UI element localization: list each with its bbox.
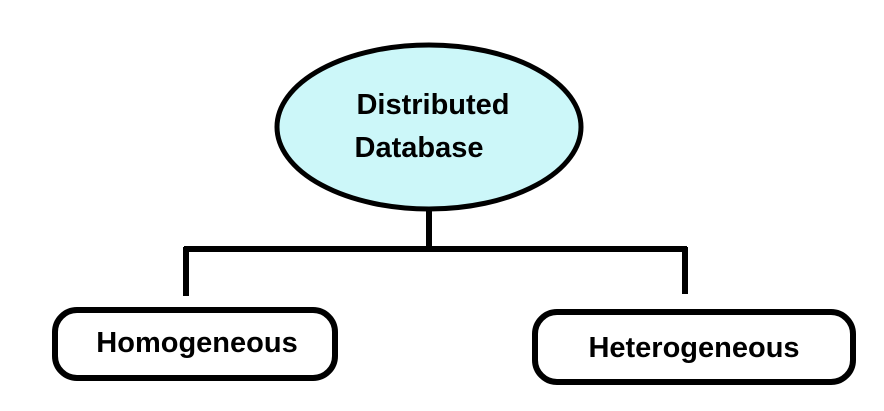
child-label-heterogeneous: Heterogeneous [588,332,799,364]
child-label-homogeneous: Homogeneous [96,327,297,359]
child-box-heterogeneous [532,309,856,385]
child-box-homogeneous [52,307,338,381]
root-label-line1: Distributed [356,89,509,121]
root-node: Distributed Database [274,42,584,212]
root-label-line2: Database [355,132,484,164]
child-node-homogeneous: Homogeneous [52,307,338,381]
root-ellipse [274,42,584,212]
connectors [183,208,688,296]
child-node-heterogeneous: Heterogeneous [532,309,856,385]
